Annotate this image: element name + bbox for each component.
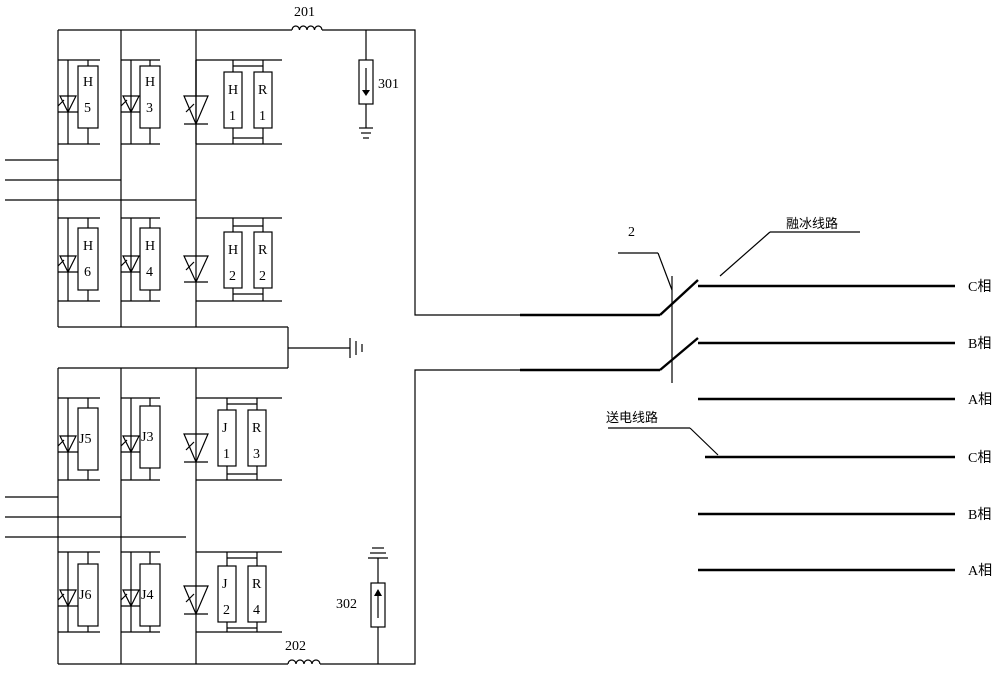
lower-bridge-labels: J5 J3 J 1 R 3 J6 J4 J 2 R 4 <box>79 421 262 618</box>
transmission-lines <box>608 427 955 572</box>
inductor-202 <box>287 659 321 665</box>
h3-label-2: 3 <box>146 101 153 116</box>
deicing-phase-b: B相 <box>968 336 991 352</box>
r1-label-1: R <box>258 83 268 98</box>
thyristor-h4 <box>120 217 161 302</box>
thyristor-h1 <box>183 60 273 144</box>
j1-label-1: J <box>222 421 228 436</box>
thyristor-j5 <box>57 397 100 481</box>
r1-label-2: 1 <box>259 109 266 124</box>
switch-2 <box>520 252 699 383</box>
arrester-301 <box>358 30 374 139</box>
inductor-201 <box>291 25 323 31</box>
thyristor-h6 <box>57 217 100 302</box>
arrester-302 <box>368 547 388 664</box>
j6-label: J6 <box>79 588 91 603</box>
h2-label-1: H <box>228 243 238 258</box>
transmission-line-label: 送电线路 <box>606 410 658 426</box>
h1-label-2: 1 <box>229 109 236 124</box>
upper-bridge-frame <box>5 29 520 328</box>
h4-label-2: 4 <box>146 265 153 280</box>
arrester-302-label: 302 <box>336 597 357 612</box>
h6-label-1: H <box>83 239 93 254</box>
midpoint-ground <box>58 327 363 369</box>
deicing-phase-c: C相 <box>968 279 991 295</box>
thyristor-j2 <box>183 552 267 632</box>
r4-label-1: R <box>252 577 262 592</box>
h1-label-1: H <box>228 83 238 98</box>
h6-label-2: 6 <box>84 265 91 280</box>
upper-bridge-devices <box>57 59 273 302</box>
r2-label-2: 2 <box>259 269 266 284</box>
inductor-201-label: 201 <box>294 5 315 20</box>
thyristor-h3 <box>120 59 161 145</box>
h4-label-1: H <box>145 239 155 254</box>
r3-label-2: 3 <box>253 447 260 462</box>
h3-label-1: H <box>145 75 155 90</box>
h5-label-2: 5 <box>84 101 91 116</box>
r3-label-1: R <box>252 421 262 436</box>
r2-label-1: R <box>258 243 268 258</box>
deicing-phase-a: A相 <box>968 392 992 408</box>
transmission-phase-c: C相 <box>968 450 991 466</box>
r4-label-2: 4 <box>253 603 260 618</box>
thyristor-h5 <box>57 59 100 145</box>
j4-label: J4 <box>141 588 153 603</box>
h5-label-1: H <box>83 75 93 90</box>
transmission-phase-a: A相 <box>968 563 992 579</box>
arrester-301-label: 301 <box>378 77 399 92</box>
thyristor-j3 <box>120 397 161 481</box>
switch-2-label: 2 <box>628 225 635 240</box>
j2-label-2: 2 <box>223 603 230 618</box>
h2-label-2: 2 <box>229 269 236 284</box>
upper-bridge-labels: H 5 H 3 H 1 R 1 H 6 H 4 H 2 R 2 <box>83 75 268 284</box>
transmission-phase-b: B相 <box>968 507 991 523</box>
thyristor-j6 <box>57 551 100 633</box>
inductor-202-label: 202 <box>285 639 306 654</box>
j2-label-1: J <box>222 577 228 592</box>
deicing-line-label: 融冰线路 <box>786 216 838 232</box>
thyristor-j4 <box>120 551 161 633</box>
thyristor-j1 <box>183 398 267 480</box>
thyristor-h2 <box>183 218 273 301</box>
j5-label: J5 <box>79 432 91 447</box>
deicing-lines <box>698 231 955 401</box>
lower-bridge-devices <box>57 397 267 633</box>
j3-label: J3 <box>141 430 153 445</box>
j1-label-2: 1 <box>223 447 230 462</box>
